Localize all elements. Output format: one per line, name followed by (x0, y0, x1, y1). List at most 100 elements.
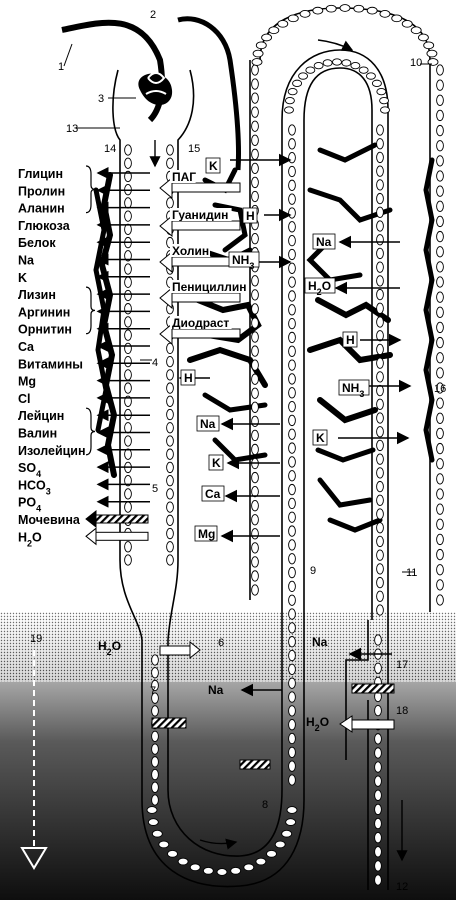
proximal-ion-label: K (209, 159, 218, 173)
secretion-label: Холин (172, 244, 209, 258)
tubule-cell (376, 220, 384, 232)
loop-label: Na (208, 683, 224, 697)
tubule-cell (436, 382, 444, 394)
tubule-cell (436, 367, 444, 379)
number-label-12: 12 (396, 881, 408, 893)
substance-label: Изолейцин (18, 444, 86, 458)
tubule-cell (166, 369, 174, 381)
number-label-6: 6 (218, 637, 224, 649)
tubule-cell (251, 58, 263, 66)
tubule-cell (166, 461, 174, 474)
tubule-cell (288, 234, 296, 247)
tubule-cell (288, 608, 296, 620)
tubule-cell (166, 435, 174, 447)
tubule-wall-7 (259, 7, 431, 612)
group-brace (85, 165, 96, 214)
tubule-cell (376, 467, 384, 479)
secretion-label-bg (170, 244, 210, 257)
tubule-cell (292, 79, 303, 87)
proximal-ion-label: Na (200, 417, 216, 431)
tubule-cell (374, 874, 382, 886)
tubule-cell (288, 566, 296, 579)
tubule-cell (436, 185, 444, 197)
ion-box (194, 525, 218, 542)
number-label-10: 10 (410, 57, 422, 69)
number-label-17: 17 (396, 659, 408, 671)
ion-box (205, 157, 221, 174)
tubule-cell (288, 746, 296, 758)
tubule-cell (371, 79, 382, 87)
distal-ion-label: Na (316, 235, 332, 249)
ion-box (180, 369, 196, 386)
tubule-cell (436, 548, 444, 561)
tubule-cell (202, 866, 214, 875)
tubule-cell (216, 868, 228, 876)
tubule-cell (376, 234, 384, 246)
loop-arrow (339, 715, 353, 733)
tubule-cell (166, 448, 174, 460)
tubule-cell (288, 497, 296, 510)
group-brace (85, 286, 96, 335)
tubule-cell (376, 206, 384, 218)
tubule-cell (288, 663, 296, 676)
tubule-cell (436, 215, 444, 228)
ion-box (342, 331, 358, 348)
tubule-cell (436, 473, 444, 485)
leader-line (63, 43, 73, 67)
tubule-cell (287, 14, 299, 23)
tubule-cell (288, 317, 296, 330)
tubule-cell (288, 387, 296, 399)
tubule-cell (376, 398, 384, 410)
substance-label: Белок (18, 236, 56, 250)
tubule-cell (436, 79, 444, 91)
tubule-wall-1 (167, 69, 283, 857)
tubule-cell (288, 428, 296, 440)
tubule-cell (251, 303, 259, 315)
loop-arrow (351, 719, 395, 730)
tubule-cell (124, 474, 132, 487)
tubule-cell (251, 134, 259, 146)
tubule-cell (350, 62, 361, 70)
tubule-cell (376, 426, 384, 438)
tubule-cell (376, 357, 384, 369)
tubule-cell (436, 412, 444, 424)
tubule-wall-3 (303, 67, 373, 800)
tubule-cell (151, 654, 159, 666)
tubule-cell (124, 422, 132, 434)
tubule-cell (288, 331, 296, 344)
tubule-cell (288, 636, 296, 648)
tubule-cell (124, 329, 132, 341)
tubule-cell (374, 662, 382, 674)
tubule-cell (376, 302, 384, 314)
tubule-cell (251, 92, 259, 104)
substance-label: Орнитин (18, 323, 72, 337)
tubule-cell (124, 276, 132, 288)
substance-label: Ca (18, 340, 35, 354)
number-label-14: 14 (104, 143, 116, 155)
transport-arrow-body (95, 531, 149, 541)
tubule-cell (288, 760, 296, 772)
number-label-13: 13 (66, 123, 78, 135)
tubule-cell (251, 373, 259, 385)
tubule-cell (376, 549, 384, 561)
tubule-cell (166, 382, 174, 394)
tubule-cell (376, 384, 384, 397)
tubule-cell (151, 743, 159, 755)
tubule-cell (251, 275, 259, 287)
tubule-cell (374, 775, 382, 787)
tubule-cell (376, 247, 384, 260)
number-label-5: 5 (152, 483, 158, 495)
tubule-cell (288, 400, 296, 413)
tubule-cell (251, 120, 259, 132)
tubule-cell (281, 829, 293, 838)
tubule-cell (286, 806, 298, 814)
tubule-cell (298, 72, 309, 80)
tubule-cell (251, 148, 259, 160)
tubule-cell (151, 730, 159, 743)
tubule-cell (305, 66, 316, 74)
tubule-cell (151, 768, 159, 781)
secretion-arrow-head (159, 250, 173, 274)
tubule-cell (124, 210, 132, 222)
